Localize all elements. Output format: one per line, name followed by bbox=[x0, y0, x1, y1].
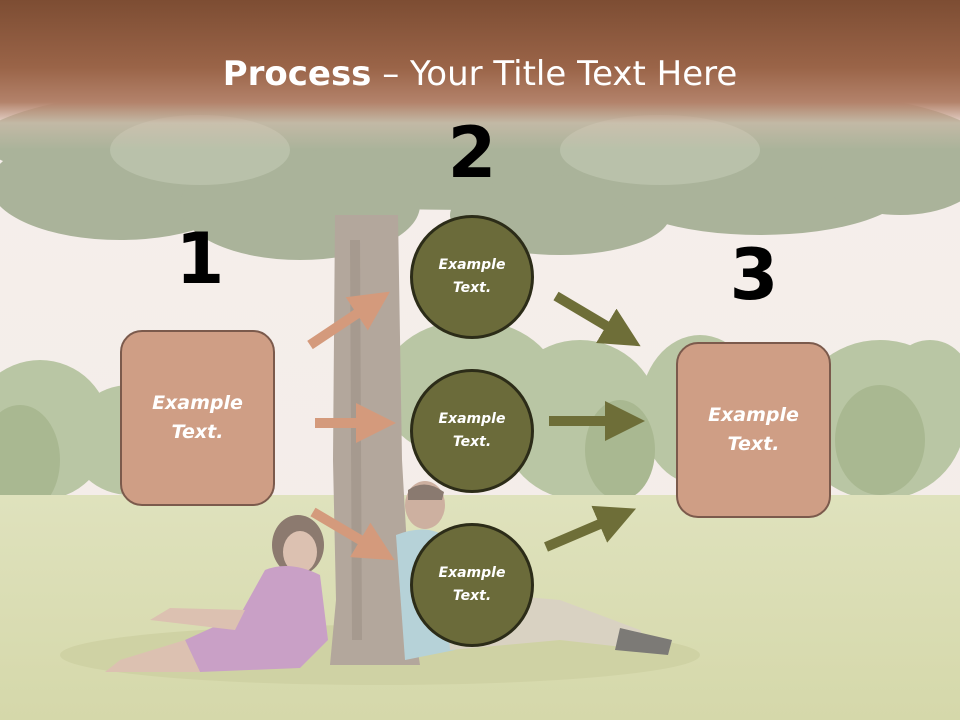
title-bold: Process bbox=[222, 54, 372, 94]
input-box-line-2: Text. bbox=[171, 421, 224, 443]
process-circle-bottom: Example Text. bbox=[410, 523, 534, 647]
process-circle-top-line-1: Example bbox=[438, 257, 506, 273]
step-number-3: 3 bbox=[729, 234, 779, 316]
output-box-line-2: Text. bbox=[727, 433, 780, 455]
arrow-left-to-bottom bbox=[310, 507, 395, 561]
output-box: Example Text. bbox=[676, 342, 831, 518]
step-number-2: 2 bbox=[447, 112, 497, 194]
process-circle-top-line-2: Text. bbox=[452, 280, 492, 296]
arrow-bottom-to-right bbox=[544, 505, 637, 552]
process-circle-bottom-text: Example Text. bbox=[417, 562, 527, 608]
step-number-1: 1 bbox=[175, 218, 225, 300]
process-circle-bottom-line-1: Example bbox=[438, 565, 506, 581]
input-box-line-1: Example bbox=[152, 392, 243, 414]
arrow-left-to-top bbox=[307, 291, 390, 350]
process-circle-middle-line-1: Example bbox=[438, 411, 506, 427]
output-box-text: Example Text. bbox=[699, 401, 809, 459]
slide-title: Process – Your Title Text Here bbox=[0, 48, 960, 100]
process-circle-middle: Example Text. bbox=[410, 369, 534, 493]
output-box-line-1: Example bbox=[708, 404, 799, 426]
process-circle-top-text: Example Text. bbox=[417, 254, 527, 300]
title-rest: – Your Title Text Here bbox=[371, 54, 738, 94]
process-circle-middle-text: Example Text. bbox=[417, 408, 527, 454]
process-circle-middle-line-2: Text. bbox=[452, 434, 492, 450]
input-box-text: Example Text. bbox=[143, 389, 253, 447]
input-box: Example Text. bbox=[120, 330, 275, 506]
arrow-top-to-right bbox=[553, 291, 641, 347]
process-circle-bottom-line-2: Text. bbox=[452, 588, 492, 604]
process-circle-top: Example Text. bbox=[410, 215, 534, 339]
title-bar bbox=[0, 0, 960, 150]
